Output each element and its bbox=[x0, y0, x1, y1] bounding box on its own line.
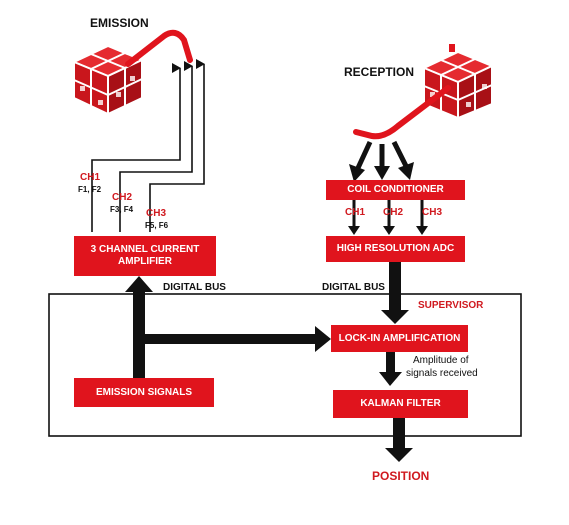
ch1-label: CH1 bbox=[80, 172, 101, 183]
emitter-coil-cube-icon bbox=[71, 29, 193, 116]
amplifier-block: 3 CHANNEL CURRENT AMPLIFIER bbox=[74, 236, 216, 276]
reception-arrows bbox=[349, 140, 414, 182]
conditioner-adc-arrows bbox=[348, 200, 428, 235]
digital-bus-left-label: DIGITAL BUS bbox=[163, 282, 226, 293]
position-label: POSITION bbox=[372, 469, 430, 483]
amplitude-note-line2: signals received bbox=[406, 368, 478, 379]
supervisor-label: SUPERVISOR bbox=[418, 300, 484, 311]
ch3-frequencies: F5, F6 bbox=[145, 221, 169, 230]
ch2-label: CH2 bbox=[112, 192, 133, 203]
adc-block: HIGH RESOLUTION ADC bbox=[326, 236, 465, 262]
lock-in-block: LOCK-IN AMPLIFICATION bbox=[331, 325, 468, 352]
reception-title: RECEPTION bbox=[344, 65, 415, 79]
emission-arrows bbox=[91, 59, 205, 232]
receiver-coil-cube-icon bbox=[353, 44, 495, 140]
supervisor-frame bbox=[48, 293, 522, 437]
coil-conditioner-block: COIL CONDITIONER bbox=[326, 180, 465, 200]
emission-title: EMISSION bbox=[90, 16, 149, 30]
digital-bus-lines bbox=[125, 262, 413, 462]
kalman-filter-block: KALMAN FILTER bbox=[333, 390, 468, 418]
emission-signals-block: EMISSION SIGNALS bbox=[74, 378, 214, 407]
ch1-frequencies: F1, F2 bbox=[78, 185, 102, 194]
coil-ch3-label: CH3 bbox=[422, 207, 443, 218]
digital-bus-right-label: DIGITAL BUS bbox=[322, 282, 385, 293]
coil-ch1-label: CH1 bbox=[345, 207, 366, 218]
amplitude-note-line1: Amplitude of bbox=[413, 355, 469, 366]
ch3-label: CH3 bbox=[146, 208, 167, 219]
coil-ch2-label: CH2 bbox=[383, 207, 404, 218]
ch2-frequencies: F3, F4 bbox=[110, 205, 134, 214]
